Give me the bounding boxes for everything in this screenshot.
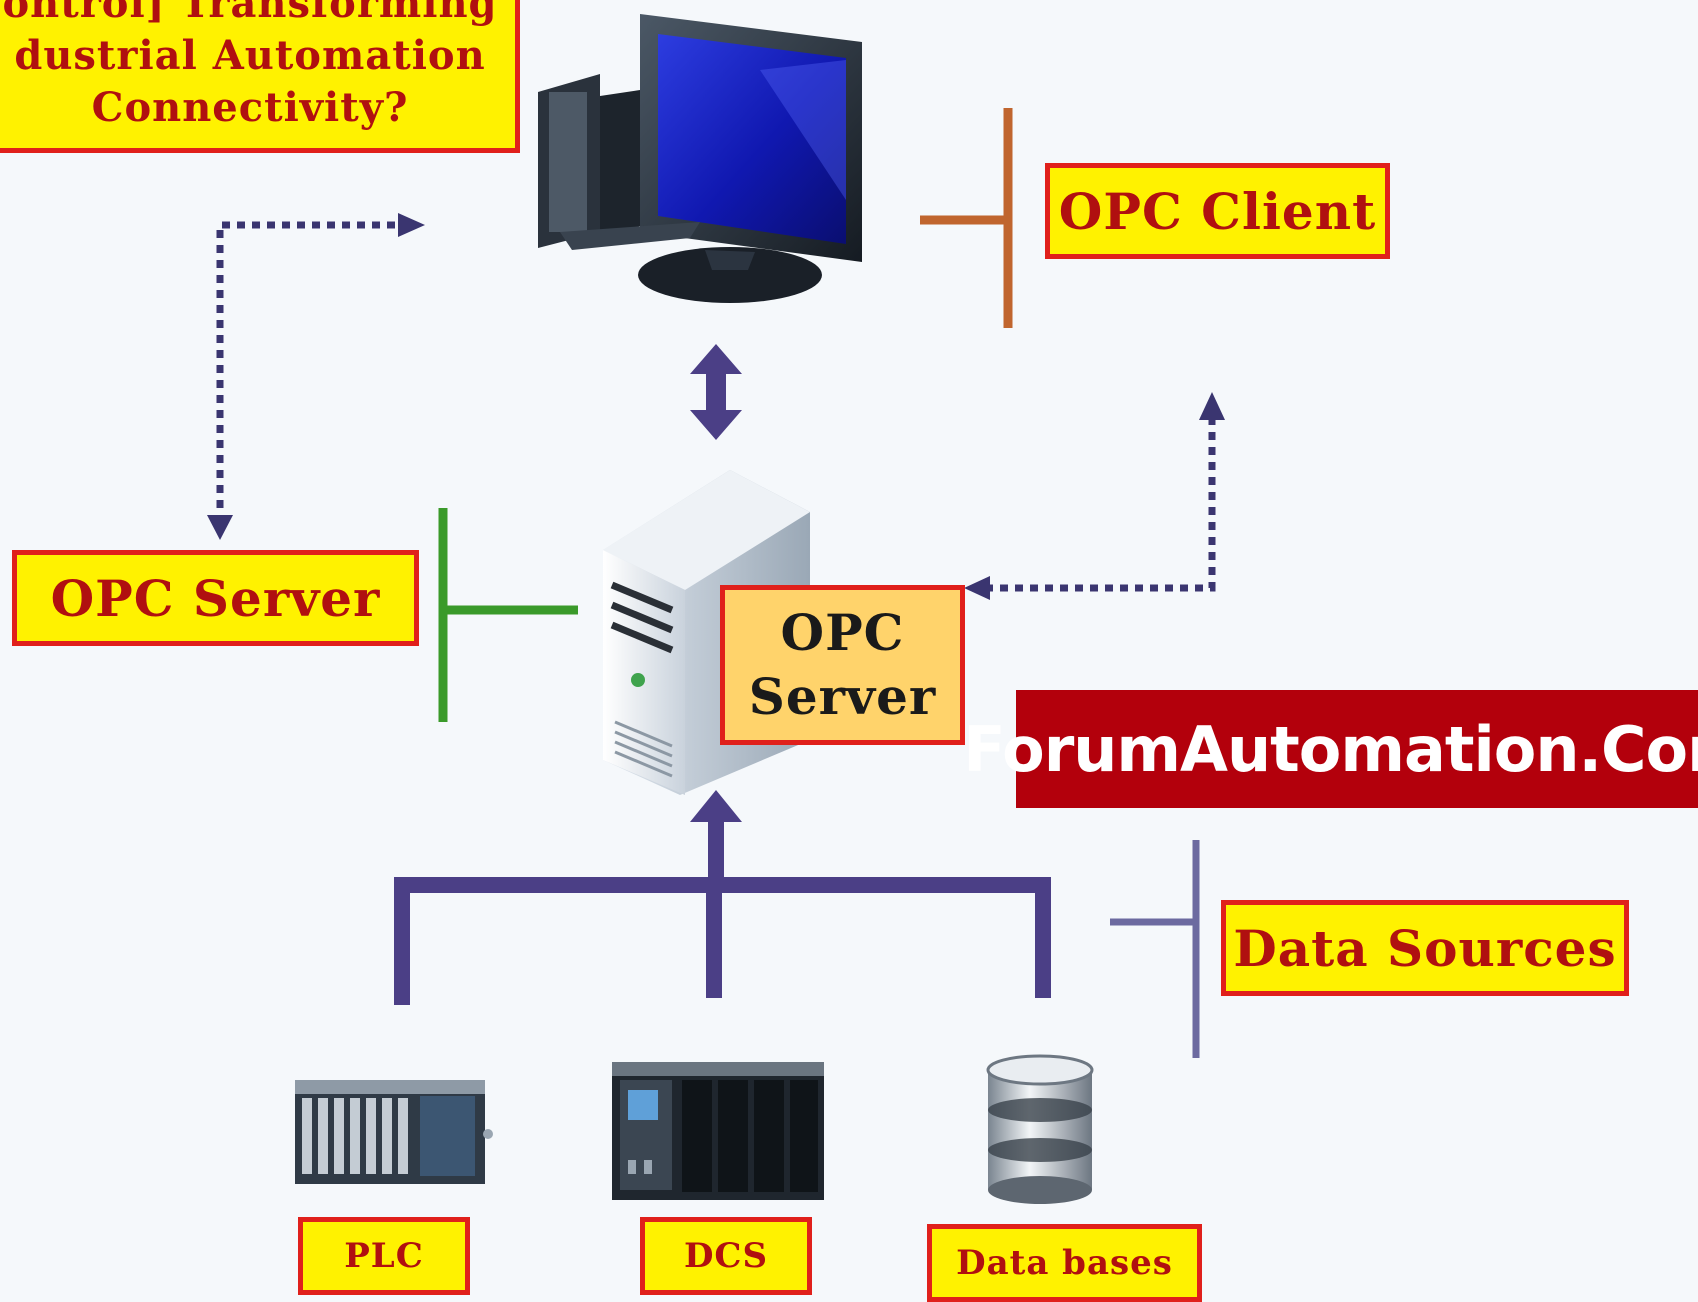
title-line-1: ontrol] Transforming bbox=[2, 0, 498, 27]
arrowhead-up-icon bbox=[1199, 392, 1225, 420]
dcs-label: DCS bbox=[640, 1217, 812, 1295]
plc-label: PLC bbox=[298, 1217, 470, 1295]
bidirectional-arrow-icon bbox=[690, 344, 742, 440]
opc-server-bracket bbox=[438, 508, 578, 722]
dcs-controller-icon bbox=[612, 1062, 824, 1200]
badge-line-1: OPC bbox=[780, 603, 905, 662]
title-box: ontrol] Transforming dustrial Automation… bbox=[0, 0, 520, 153]
dotted-connector-right bbox=[985, 415, 1216, 592]
plc-rack-icon bbox=[295, 1080, 493, 1184]
data-bus-lines bbox=[394, 820, 1051, 1005]
arrowhead-up-bus-icon bbox=[690, 790, 742, 822]
opc-client-label: OPC Client bbox=[1045, 163, 1390, 259]
arrowhead-down-icon bbox=[207, 515, 233, 540]
database-icon bbox=[986, 1054, 1094, 1204]
data-sources-bracket bbox=[1110, 840, 1200, 1058]
databases-label: Data bases bbox=[927, 1224, 1202, 1302]
title-line-2: dustrial Automation bbox=[14, 32, 486, 79]
brand-banner: ForumAutomation.Com bbox=[963, 690, 1698, 808]
badge-line-2: Server bbox=[748, 667, 937, 726]
dotted-connector-left bbox=[216, 221, 410, 520]
opc-client-bracket bbox=[920, 108, 1013, 328]
opc-server-label: OPC Server bbox=[12, 550, 419, 646]
title-line-3: Connectivity? bbox=[91, 84, 409, 131]
data-sources-label: Data Sources bbox=[1221, 900, 1629, 996]
computer-monitor-icon bbox=[538, 14, 862, 303]
arrowhead-left-icon bbox=[964, 576, 990, 600]
opc-server-badge: OPC Server bbox=[720, 585, 965, 745]
arrowhead-right-icon bbox=[398, 213, 425, 237]
